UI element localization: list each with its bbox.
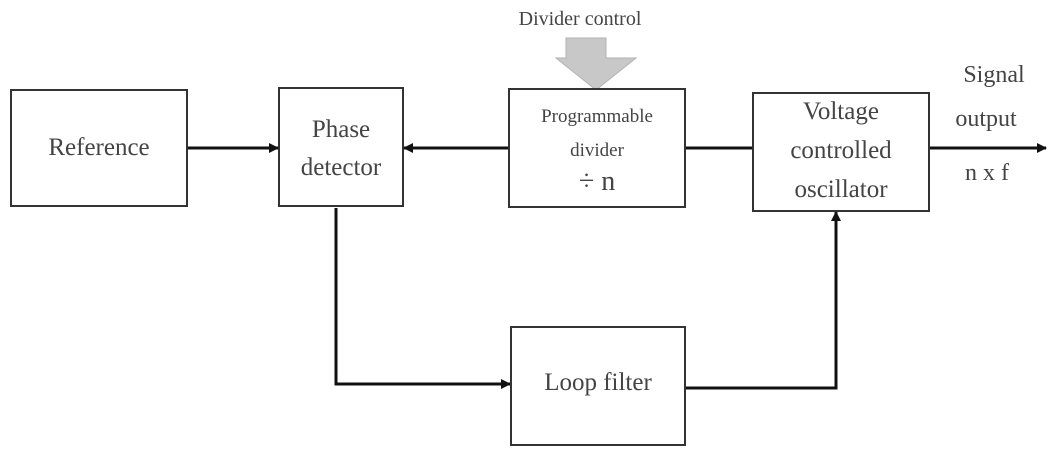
division-symbol: ÷ [578, 166, 595, 197]
output-frequency-label: n x f [965, 160, 1009, 186]
vco-label-line-1: Voltage [803, 98, 879, 125]
divider-control-arrow [554, 37, 638, 91]
loop-filter-label: Loop filter [544, 369, 652, 396]
programmable-divider-label-line-2: divider [570, 140, 624, 161]
phase-detector-label-line-1: Phase [311, 116, 371, 143]
reference-label: Reference [48, 134, 150, 161]
signal-output-label-line-1: Signal [963, 62, 1025, 88]
phase-detector-label-line-2: detector [300, 154, 382, 181]
vco-label-line-2: controlled [790, 137, 892, 164]
loop-filter-block: Loop filter [510, 326, 686, 446]
signal-output-label-line-2: output [955, 106, 1017, 132]
divide-by-n-label: ÷ n [510, 166, 684, 198]
arrow-phase-detector-to-loop-filter [334, 208, 511, 389]
divider-control-label: Divider control [518, 8, 642, 30]
reference-block: Reference [10, 89, 188, 207]
programmable-divider-block: Programmable divider ÷ n [508, 88, 686, 208]
programmable-divider-label-line-1: Programmable [541, 106, 653, 127]
vco-label-line-3: oscillator [794, 176, 888, 203]
vco-block: Voltage controlled oscillator [752, 92, 930, 212]
division-value: n [601, 166, 616, 197]
phase-detector-block: Phase detector [278, 87, 404, 207]
arrow-loop-filter-to-vco [686, 211, 841, 390]
